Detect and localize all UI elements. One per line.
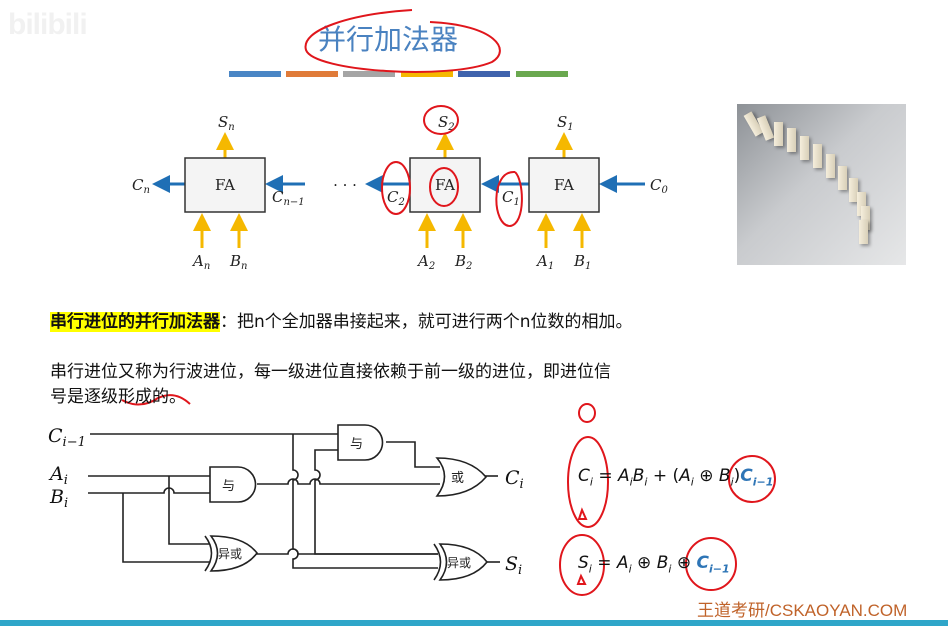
gate-label-and: 与 bbox=[222, 479, 235, 494]
label-a1: A1 bbox=[535, 252, 554, 272]
accent-bar-blue bbox=[229, 71, 281, 77]
label-c0: C0 bbox=[650, 176, 668, 196]
output-label-sum: Si bbox=[505, 553, 522, 578]
slide-title: 并行加法器 bbox=[318, 23, 459, 56]
domino-photo bbox=[737, 104, 906, 265]
and-gate-top bbox=[337, 424, 384, 461]
gate-label-xor: 异或 bbox=[447, 556, 471, 570]
fa-label: FA bbox=[435, 176, 455, 194]
label-an: An bbox=[191, 252, 210, 272]
footer-brand: 王道考研/CSKAOYAN.COM bbox=[697, 601, 908, 620]
input-label-a: Ai bbox=[48, 463, 68, 488]
gate-label-or: 或 bbox=[451, 471, 464, 486]
red-annotations bbox=[121, 9, 776, 596]
highlight-rest: ：把n个全加器串接起来，就可进行两个n位数的相加。 bbox=[220, 312, 633, 332]
gate-label-xor: 异或 bbox=[218, 547, 242, 561]
paragraph-line-1: 串行进位又称为行波进位，每一级进位直接依赖于前一级的进位，即进位信 bbox=[50, 362, 611, 382]
accent-bar-darkblue bbox=[458, 71, 510, 77]
fa-label: FA bbox=[215, 176, 235, 194]
label-s2: S2 bbox=[438, 113, 455, 133]
label-c2: C2 bbox=[387, 188, 405, 208]
fa-label: FA bbox=[554, 176, 574, 194]
highlight-term: 串行进位的并行加法器 bbox=[50, 312, 220, 332]
fa-box-1 bbox=[528, 157, 600, 213]
accent-bar-gray bbox=[343, 71, 395, 77]
paragraph-line-2: 号是逐级形成的。 bbox=[50, 387, 186, 407]
input-label-carry: Ci−1 bbox=[48, 425, 86, 450]
fa-box-2 bbox=[409, 157, 481, 213]
accent-bar-green bbox=[516, 71, 568, 77]
fa-box-n bbox=[184, 157, 266, 213]
highlight-sentence: 串行进位的并行加法器：把n个全加器串接起来，就可进行两个n位数的相加。 bbox=[50, 307, 633, 332]
sum-formula: Si = Ai ⊕ Bi ⊕ Ci−1 bbox=[578, 553, 730, 576]
full-adder-circuit bbox=[88, 424, 500, 581]
input-label-b: Bi bbox=[49, 486, 68, 511]
bottom-progress-bar bbox=[0, 620, 948, 626]
label-c1: C1 bbox=[502, 188, 520, 208]
gate-label-and: 与 bbox=[350, 437, 363, 452]
label-sn: Sn bbox=[218, 113, 235, 133]
label-cn-1: Cn−1 bbox=[272, 188, 305, 208]
ellipsis: · · · bbox=[333, 176, 357, 194]
and-gate-bottom bbox=[209, 466, 257, 503]
label-s1: S1 bbox=[557, 113, 574, 133]
bilibili-watermark: bilibili bbox=[8, 8, 88, 41]
label-a2: A2 bbox=[416, 252, 435, 272]
label-cn: Cn bbox=[132, 176, 150, 196]
xor-gate-2 bbox=[438, 543, 489, 581]
carry-formula: Ci = AiBi + (Ai ⊕ Bi)Ci−1 bbox=[578, 466, 774, 489]
accent-bar-yellow bbox=[401, 71, 453, 77]
label-b1: B1 bbox=[573, 252, 591, 272]
accent-bar-orange bbox=[286, 71, 338, 77]
or-gate bbox=[435, 457, 488, 497]
output-label-carry: Ci bbox=[505, 467, 524, 492]
label-bn: Bn bbox=[229, 252, 247, 272]
fa-chain-diagram: FA FA FA · · · Sn An Bn Cn Cn−1 S2 A2 B2… bbox=[132, 113, 668, 272]
xor-gate-1 bbox=[209, 535, 258, 572]
label-b2: B2 bbox=[454, 252, 472, 272]
